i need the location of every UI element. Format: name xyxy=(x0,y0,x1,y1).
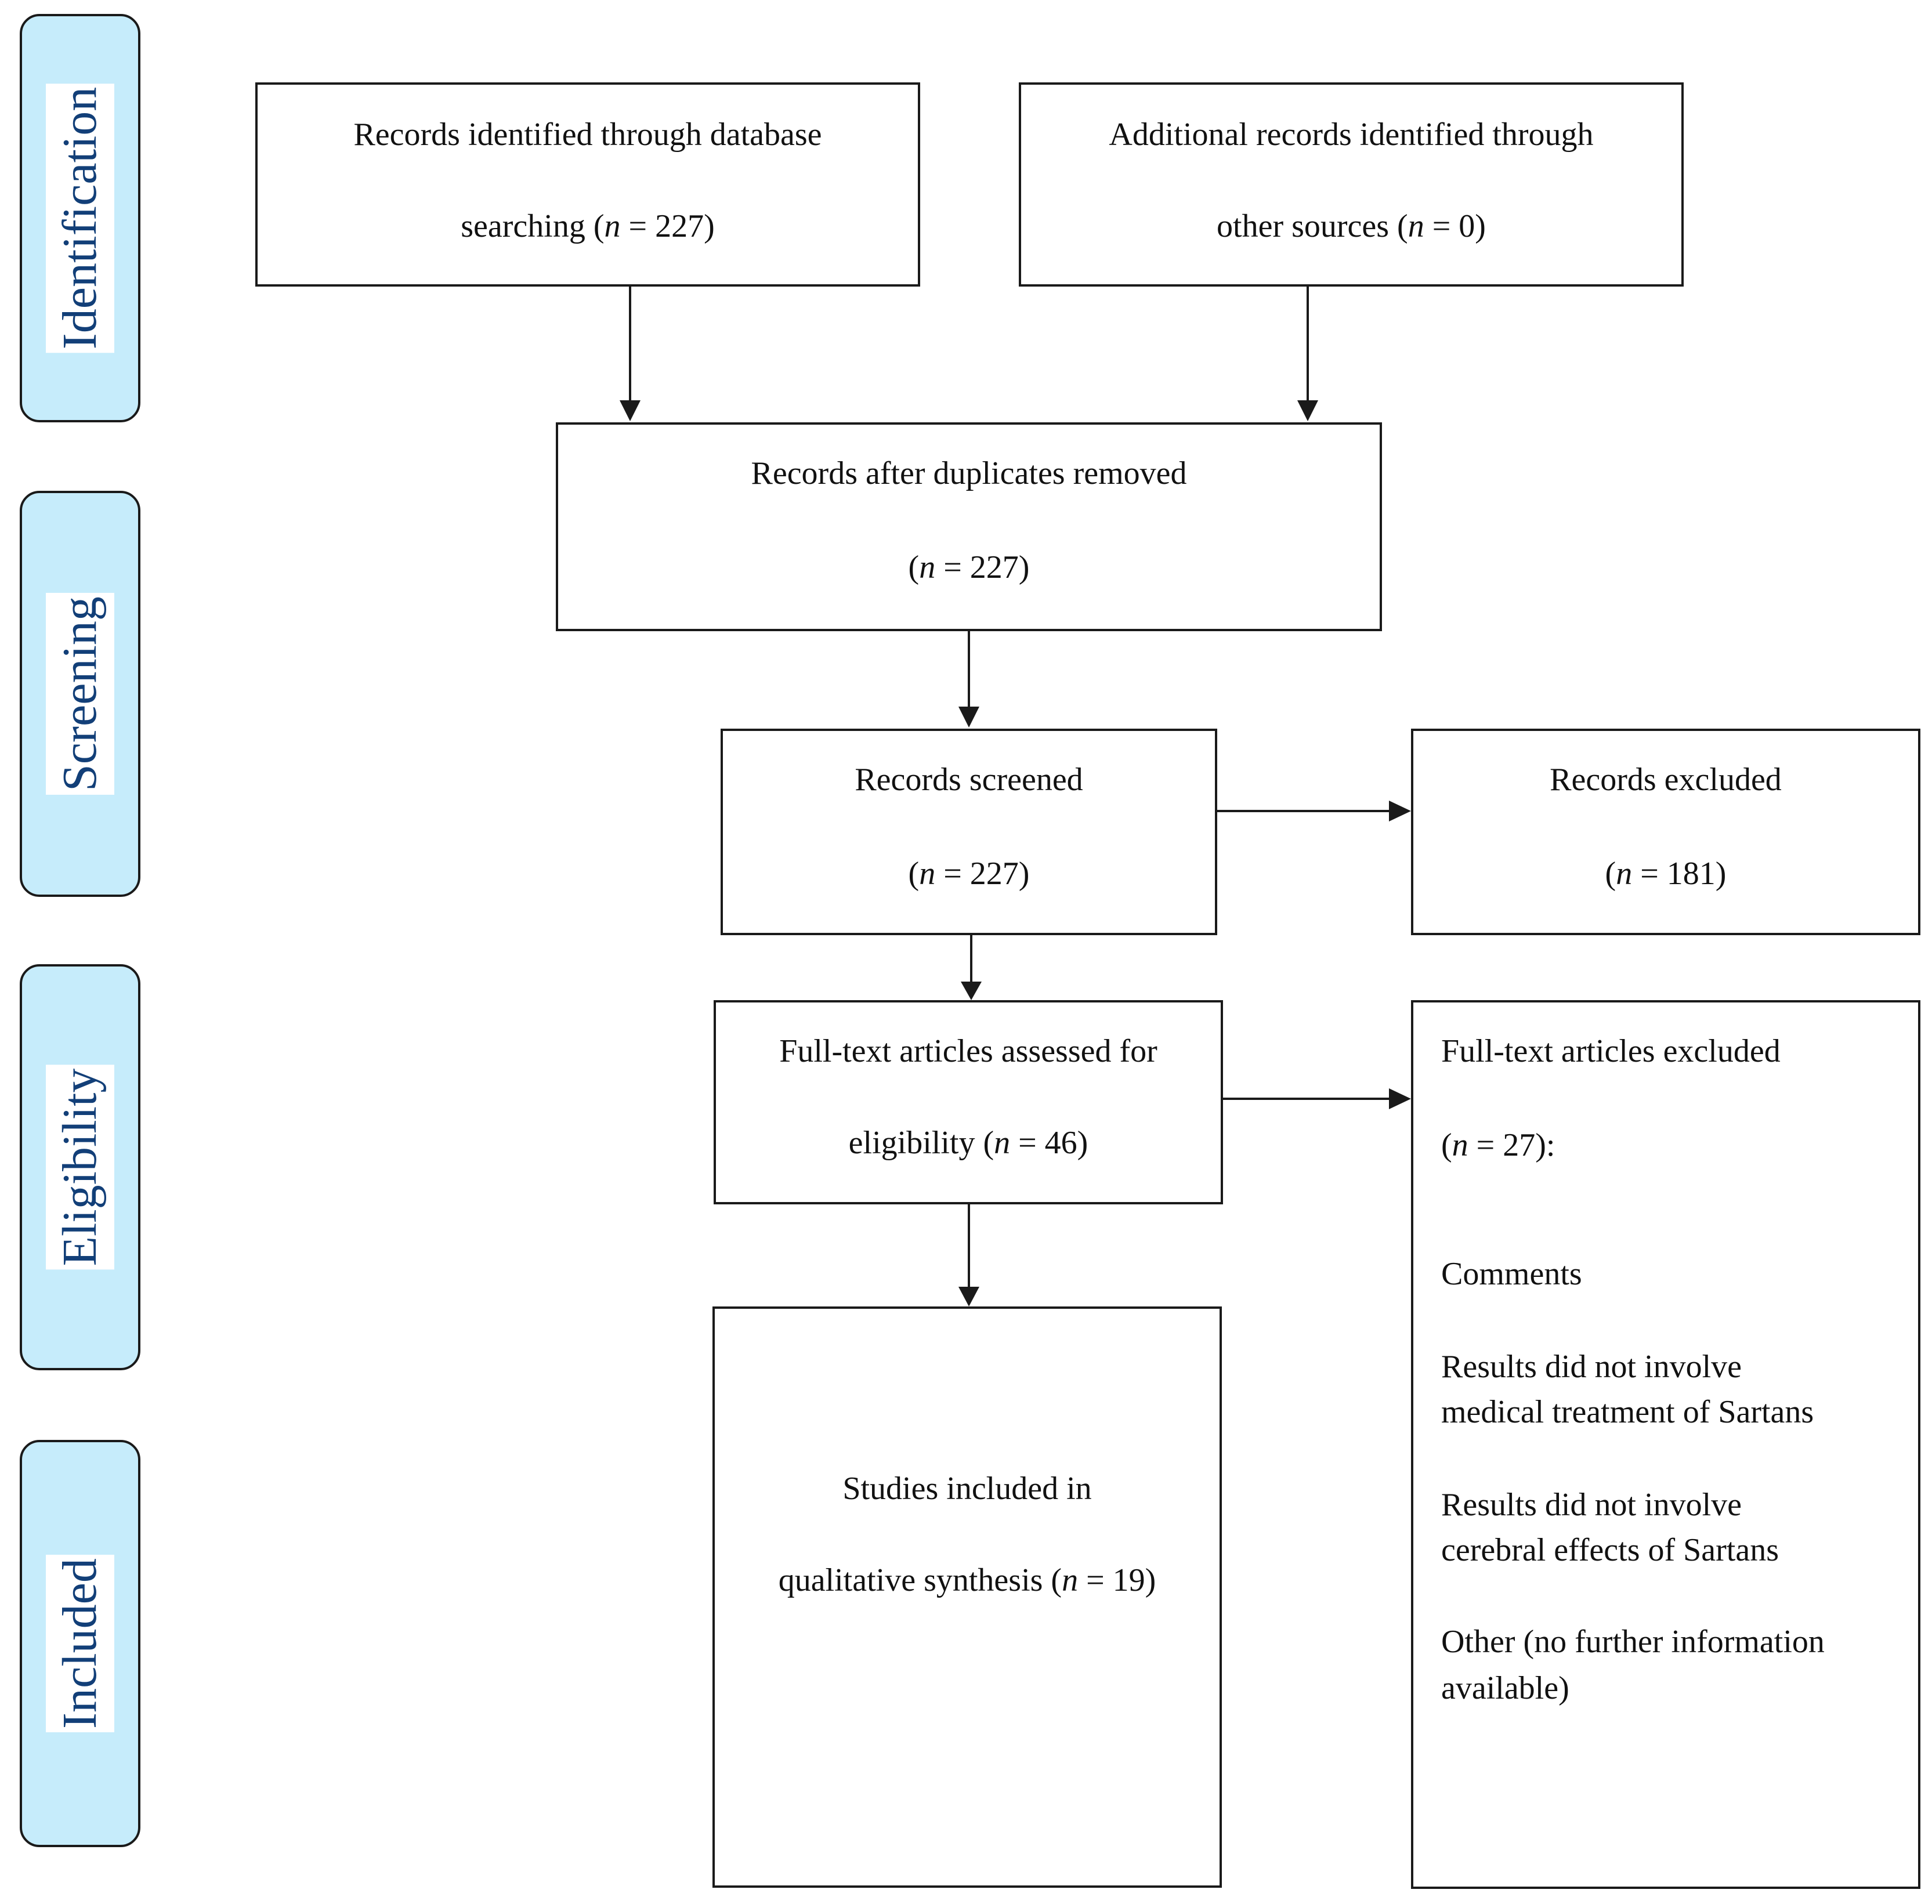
other-sources-count: other sources (n = 0) xyxy=(1217,208,1486,244)
exclusion-reason: medical treatment of Sartans xyxy=(1441,1394,1814,1430)
box-fulltext-excluded: Full-text articles excluded (n = 27): Co… xyxy=(1411,1000,1920,1889)
fulltext-excluded-count: (n = 27): xyxy=(1441,1127,1555,1163)
phase-eligibility: Eligibility xyxy=(20,964,140,1370)
phase-included: Included xyxy=(20,1440,140,1847)
box-fulltext-assessed: Full-text articles assessed for eligibil… xyxy=(714,1000,1223,1204)
studies-included-count: qualitative synthesis (n = 19) xyxy=(778,1562,1156,1598)
records-screened-count: (n = 227) xyxy=(908,856,1030,892)
box-studies-included: Studies included in qualitative synthesi… xyxy=(712,1306,1222,1888)
box-records-screened: Records screened (n = 227) xyxy=(721,729,1217,935)
box-duplicates-removed: Records after duplicates removed (n = 22… xyxy=(556,422,1382,631)
exclusion-reason: Results did not involve xyxy=(1441,1487,1742,1523)
studies-included-line1: Studies included in xyxy=(842,1471,1092,1507)
exclusion-reason: Other (no further information xyxy=(1441,1624,1825,1660)
records-excluded-count: (n = 181) xyxy=(1605,856,1727,892)
box-other-sources: Additional records identified through ot… xyxy=(1019,82,1684,287)
records-excluded-line1: Records excluded xyxy=(1550,762,1782,798)
box-records-excluded: Records excluded (n = 181) xyxy=(1411,729,1920,935)
exclusion-reason: cerebral effects of Sartans xyxy=(1441,1532,1779,1568)
arrowhead-other xyxy=(1297,400,1318,421)
database-search-line1: Records identified through database xyxy=(353,117,822,153)
records-screened-line1: Records screened xyxy=(855,762,1083,798)
arrowhead-screened-down xyxy=(961,982,982,1000)
fulltext-assessed-line1: Full-text articles assessed for xyxy=(779,1033,1157,1069)
duplicates-removed-count: (n = 227) xyxy=(908,549,1030,585)
exclusion-reason: Comments xyxy=(1441,1256,1582,1292)
arrowhead-database xyxy=(620,400,641,421)
exclusion-reason: available) xyxy=(1441,1670,1569,1706)
phase-identification: Identification xyxy=(20,14,140,422)
other-sources-line1: Additional records identified through xyxy=(1109,117,1594,153)
arrowhead-fulltext-down xyxy=(958,1287,979,1306)
exclusion-reason: Results did not involve xyxy=(1441,1349,1742,1385)
box-database-search: Records identified through database sear… xyxy=(255,82,920,287)
fulltext-assessed-count: eligibility (n = 46) xyxy=(848,1125,1088,1161)
database-search-count: searching (n = 227) xyxy=(461,208,715,244)
fulltext-excluded-line1: Full-text articles excluded xyxy=(1441,1033,1781,1069)
arrowhead-duplicates xyxy=(958,707,979,727)
phase-screening: Screening xyxy=(20,491,140,897)
arrowhead-fulltext-right xyxy=(1389,1088,1411,1109)
arrowhead-screened-right xyxy=(1389,801,1411,821)
duplicates-removed-line1: Records after duplicates removed xyxy=(751,455,1187,491)
